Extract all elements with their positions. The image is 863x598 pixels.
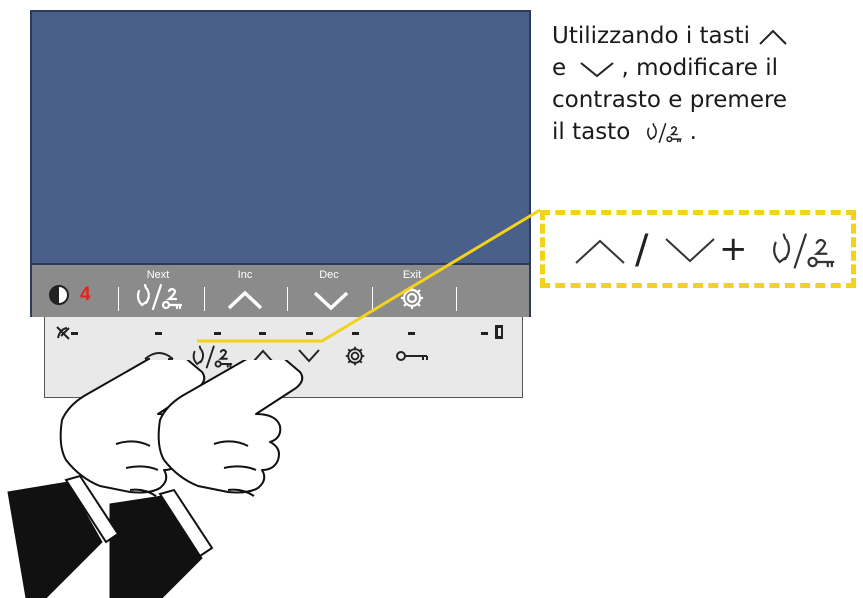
led bbox=[306, 332, 313, 335]
key-combo-box: / + bbox=[540, 210, 856, 288]
led bbox=[408, 332, 415, 335]
menu-separator bbox=[287, 287, 288, 311]
menu-label-exit: Exit bbox=[402, 269, 422, 281]
down-arrow-icon[interactable] bbox=[297, 347, 321, 365]
menu-separator bbox=[372, 287, 373, 311]
contrast-value: 4 bbox=[80, 284, 91, 305]
handset-icon[interactable] bbox=[141, 347, 177, 365]
menu-separator bbox=[204, 287, 205, 311]
menu-label-dec: Dec bbox=[319, 269, 339, 281]
instruction-line: Utilizzando i tasti bbox=[552, 20, 858, 52]
settings-icon[interactable] bbox=[344, 345, 366, 367]
instruction-line: il tasto . bbox=[552, 116, 858, 148]
key-icon[interactable] bbox=[395, 348, 431, 364]
door-icon[interactable] bbox=[492, 323, 506, 341]
up-arrow-icon bbox=[575, 239, 625, 264]
led bbox=[155, 332, 162, 335]
instruction-line-4: il tasto bbox=[552, 119, 631, 145]
menu-bar: Next Inc Dec Exit bbox=[30, 265, 531, 317]
answer-unlock-icon bbox=[136, 283, 183, 311]
menu-label-inc: Inc bbox=[237, 269, 253, 281]
instruction-line: e , modificare il bbox=[552, 52, 858, 84]
instruction-line-4-end: . bbox=[689, 119, 697, 145]
menu-label-next: Next bbox=[146, 269, 170, 281]
down-arrow-icon bbox=[665, 238, 715, 263]
monitor-screen bbox=[30, 10, 531, 265]
instruction-line: contrasto e premere bbox=[552, 87, 788, 113]
led bbox=[259, 332, 266, 335]
instruction-line-2-prefix: e bbox=[552, 55, 567, 81]
combo-slash: / bbox=[635, 227, 649, 273]
down-arrow-icon bbox=[313, 291, 349, 311]
down-arrow-icon bbox=[580, 61, 615, 77]
instruction-line-1: Utilizzando i tasti bbox=[552, 23, 751, 49]
up-arrow-icon bbox=[227, 290, 263, 310]
mute-icon[interactable] bbox=[55, 323, 75, 341]
menu-separator bbox=[118, 287, 119, 311]
up-arrow-icon bbox=[759, 29, 788, 45]
instruction-text: Utilizzando i tasti e , modificare il co… bbox=[552, 20, 858, 148]
menu-separator bbox=[456, 287, 457, 311]
led bbox=[214, 332, 221, 335]
answer-unlock-icon bbox=[646, 122, 682, 143]
led bbox=[481, 332, 488, 335]
combo-plus: + bbox=[719, 229, 748, 269]
up-arrow-icon[interactable] bbox=[251, 347, 275, 365]
settings-icon bbox=[401, 287, 423, 309]
led bbox=[71, 332, 78, 335]
answer-unlock-icon bbox=[773, 233, 835, 269]
contrast-icon bbox=[49, 285, 69, 305]
hands-illustration bbox=[7, 360, 304, 598]
led bbox=[352, 332, 359, 335]
answer-unlock-icon[interactable] bbox=[188, 343, 236, 371]
instruction-line-2-suffix: , modificare il bbox=[621, 55, 778, 81]
